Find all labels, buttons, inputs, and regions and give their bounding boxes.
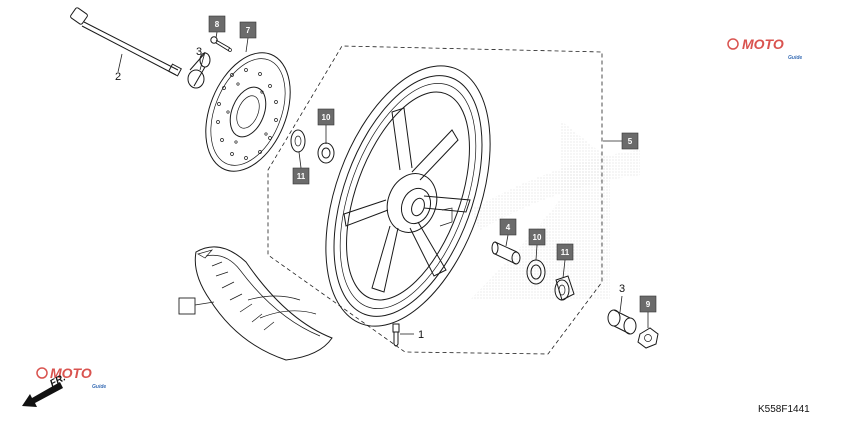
svg-text:4: 4 (506, 223, 511, 232)
part-label-5: 5 (621, 132, 639, 150)
part-label-10-lower: 10 (528, 228, 546, 246)
svg-text:MOTO: MOTO (742, 36, 784, 52)
dust-seal-lower-part (554, 275, 575, 301)
axle-part (70, 7, 182, 77)
brake-disc-part (205, 52, 291, 172)
bolt-part (210, 36, 232, 52)
watermark-gear-icon-small (36, 367, 48, 379)
svg-text:Guide: Guide (788, 55, 802, 61)
part-label-11-upper: 11 (292, 167, 310, 185)
tire-label-box (178, 297, 196, 315)
svg-text:Guide: Guide (92, 384, 106, 390)
svg-text:5: 5 (628, 137, 633, 146)
part-label-8: 8 (208, 15, 226, 33)
tire-part (194, 246, 333, 361)
valve-part (392, 323, 400, 347)
assembly-outline (267, 45, 603, 355)
svg-text:7: 7 (246, 26, 251, 35)
collar-right-part (607, 309, 637, 335)
part-label-3-right: 3 (619, 283, 625, 295)
bearing-upper-part (317, 142, 335, 164)
part-label-7: 7 (239, 21, 257, 39)
watermark-top-right: MOTO Guide (727, 36, 802, 61)
svg-text:10: 10 (533, 233, 542, 242)
svg-text:8: 8 (215, 20, 220, 29)
part-label-4: 4 (499, 218, 517, 236)
part-label-10-upper: 10 (317, 108, 335, 126)
svg-text:10: 10 (322, 113, 331, 122)
wheel-part (325, 65, 491, 327)
part-label-9: 9 (639, 295, 657, 313)
svg-text:11: 11 (561, 248, 570, 257)
watermark-bottom-left: MOTO Guide (36, 365, 106, 390)
axle-nut-part (637, 327, 659, 349)
svg-text:11: 11 (297, 172, 306, 181)
distance-collar-part (491, 241, 521, 265)
part-label-3-left: 3 (196, 46, 202, 58)
part-label-11-lower: 11 (556, 243, 574, 261)
svg-text:9: 9 (646, 300, 651, 309)
background-logo-shading (470, 120, 640, 300)
diagram-code: K558F1441 (758, 404, 810, 415)
dust-seal-upper-part (290, 129, 306, 153)
leader-lines (117, 31, 649, 335)
part-label-1: 1 (418, 329, 424, 341)
collar-left-part (187, 52, 211, 89)
arrow-down-left-icon (22, 382, 63, 407)
watermark-gear-icon (727, 38, 739, 50)
part-label-2: 2 (115, 71, 121, 83)
svg-text:MOTO: MOTO (50, 365, 92, 381)
